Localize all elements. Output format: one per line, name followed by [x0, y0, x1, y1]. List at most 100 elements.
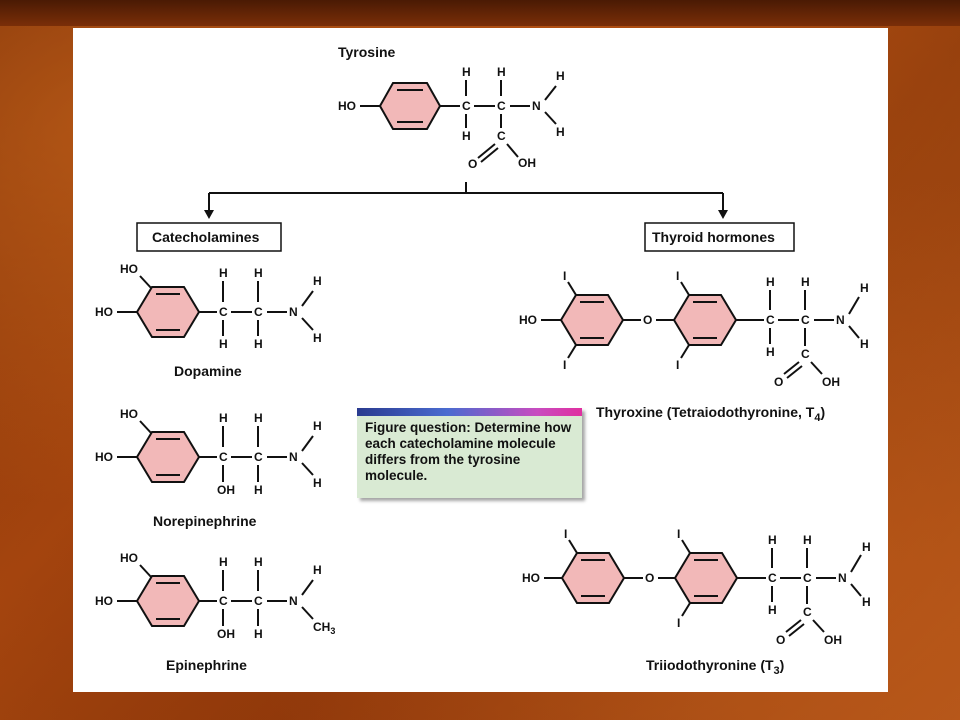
thyroxine-c2: C	[801, 313, 810, 327]
thyroxine-i2: I	[563, 358, 566, 372]
norepinephrine-n: N	[289, 450, 298, 464]
triiodothyronine-i3: I	[677, 616, 680, 630]
norepinephrine-c2: C	[254, 450, 263, 464]
dopamine-h3: H	[254, 266, 263, 280]
tyrosine-h2: H	[462, 129, 471, 143]
catecholamines-box: Catecholamines	[136, 222, 282, 252]
dopamine-h2: H	[219, 337, 228, 351]
tyrosine-oh: OH	[518, 156, 536, 170]
norepinephrine-h6: H	[313, 476, 322, 490]
dopamine-name: Dopamine	[174, 363, 242, 379]
epinephrine-c1: C	[219, 594, 228, 608]
thyroxine-h3: H	[801, 275, 810, 289]
norepinephrine-h4: H	[254, 483, 263, 497]
epinephrine-h1: H	[219, 555, 228, 569]
thyroxine-i1: I	[563, 269, 566, 283]
thyroxine-ether-o: O	[643, 313, 652, 327]
epinephrine-c2: C	[254, 594, 263, 608]
tyrosine-ho: HO	[338, 99, 356, 113]
norepinephrine-c1: C	[219, 450, 228, 464]
thyroxine-h5: H	[860, 337, 869, 351]
dopamine-ho-left: HO	[95, 305, 113, 319]
branch-arrows	[204, 182, 728, 219]
tyrosine-n: N	[532, 99, 541, 113]
triiodothyronine-h4: H	[862, 540, 871, 554]
thyroxine-i4: I	[676, 358, 679, 372]
catecholamines-label: Catecholamines	[152, 229, 260, 245]
thyroxine-oh: OH	[822, 375, 840, 389]
thyroid-hormones-box: Thyroid hormones	[644, 222, 795, 252]
thyroxine-i3: I	[676, 269, 679, 283]
triiodothyronine-structure: HO I O I I C H H C H N H H C	[522, 527, 871, 677]
figure-question-box: Figure question: Determine how each cate…	[357, 408, 582, 498]
norepinephrine-h5: H	[313, 419, 322, 433]
thyroxine-h4: H	[860, 281, 869, 295]
tyrosine-h5: H	[556, 125, 565, 139]
norepinephrine-h3: H	[254, 411, 263, 425]
dopamine-h1: H	[219, 266, 228, 280]
triiodothyronine-n: N	[838, 571, 847, 585]
dopamine-h4: H	[254, 337, 263, 351]
tyrosine-c2: C	[497, 99, 506, 113]
thyroxine-n: N	[836, 313, 845, 327]
thyroxine-h2: H	[766, 345, 775, 359]
epinephrine-structure: HO HO C H OH C H H N H CH3 Epinephrine	[95, 551, 335, 673]
thyroxine-name: Thyroxine (Tetraiodothyronine, T4)	[596, 404, 825, 424]
dopamine-h6: H	[313, 331, 322, 345]
triiodothyronine-c1: C	[768, 571, 777, 585]
norepinephrine-structure: HO HO C H OH C H H N H H Norepinephrine	[95, 407, 322, 529]
thyroid-hormones-label: Thyroid hormones	[652, 229, 775, 245]
norepinephrine-h1: H	[219, 411, 228, 425]
figure-question-header-bar	[357, 408, 582, 416]
diagram-panel	[73, 28, 888, 692]
triiodothyronine-h2: H	[768, 603, 777, 617]
tyrosine-h1: H	[462, 65, 471, 79]
epinephrine-name: Epinephrine	[166, 657, 247, 673]
tyrosine-h3: H	[497, 65, 506, 79]
dopamine-ho-top: HO	[120, 262, 138, 276]
epinephrine-h3: H	[254, 555, 263, 569]
triiodothyronine-name: Triiodothyronine (T3)	[646, 657, 784, 677]
tyrosine-c1: C	[462, 99, 471, 113]
figure-question-text: Figure question: Determine how each cate…	[365, 420, 572, 483]
norepinephrine-name: Norepinephrine	[153, 513, 257, 529]
triiodothyronine-i2: I	[677, 527, 680, 541]
dopamine-c1: C	[219, 305, 228, 319]
thyroxine-c1: C	[766, 313, 775, 327]
triiodothyronine-oh: OH	[824, 633, 842, 647]
epinephrine-ch3: CH3	[313, 620, 335, 636]
triiodothyronine-o: O	[776, 633, 785, 647]
dopamine-structure: HO HO C H H C H H N H H Dopamine	[95, 262, 322, 379]
triiodothyronine-c3: C	[803, 605, 812, 619]
epinephrine-ho-top: HO	[120, 551, 138, 565]
dopamine-h5: H	[313, 274, 322, 288]
triiodothyronine-h1: H	[768, 533, 777, 547]
thyroxine-ho: HO	[519, 313, 537, 327]
tyrosine-title: Tyrosine	[338, 44, 396, 60]
norepinephrine-ho-left: HO	[95, 450, 113, 464]
triiodothyronine-h3: H	[803, 533, 812, 547]
dopamine-n: N	[289, 305, 298, 319]
tyrosine-structure: Tyrosine HO C H H C H N H H C O OH	[338, 44, 565, 171]
thyroxine-structure: HO I I O I I C H H C H N H H C	[519, 269, 869, 424]
epinephrine-ho-left: HO	[95, 594, 113, 608]
thyroxine-c3: C	[801, 347, 810, 361]
epinephrine-n: N	[289, 594, 298, 608]
dopamine-c2: C	[254, 305, 263, 319]
epinephrine-oh: OH	[217, 627, 235, 641]
tyrosine-c3: C	[497, 129, 506, 143]
norepinephrine-ho-top: HO	[120, 407, 138, 421]
slide-header-band	[0, 0, 960, 26]
epinephrine-h5: H	[313, 563, 322, 577]
triiodothyronine-ether-o: O	[645, 571, 654, 585]
triiodothyronine-h5: H	[862, 595, 871, 609]
triiodothyronine-i1: I	[564, 527, 567, 541]
triiodothyronine-ho: HO	[522, 571, 540, 585]
triiodothyronine-c2: C	[803, 571, 812, 585]
tyrosine-o: O	[468, 157, 477, 171]
tyrosine-h4: H	[556, 69, 565, 83]
epinephrine-h4: H	[254, 627, 263, 641]
thyroxine-h1: H	[766, 275, 775, 289]
norepinephrine-oh: OH	[217, 483, 235, 497]
